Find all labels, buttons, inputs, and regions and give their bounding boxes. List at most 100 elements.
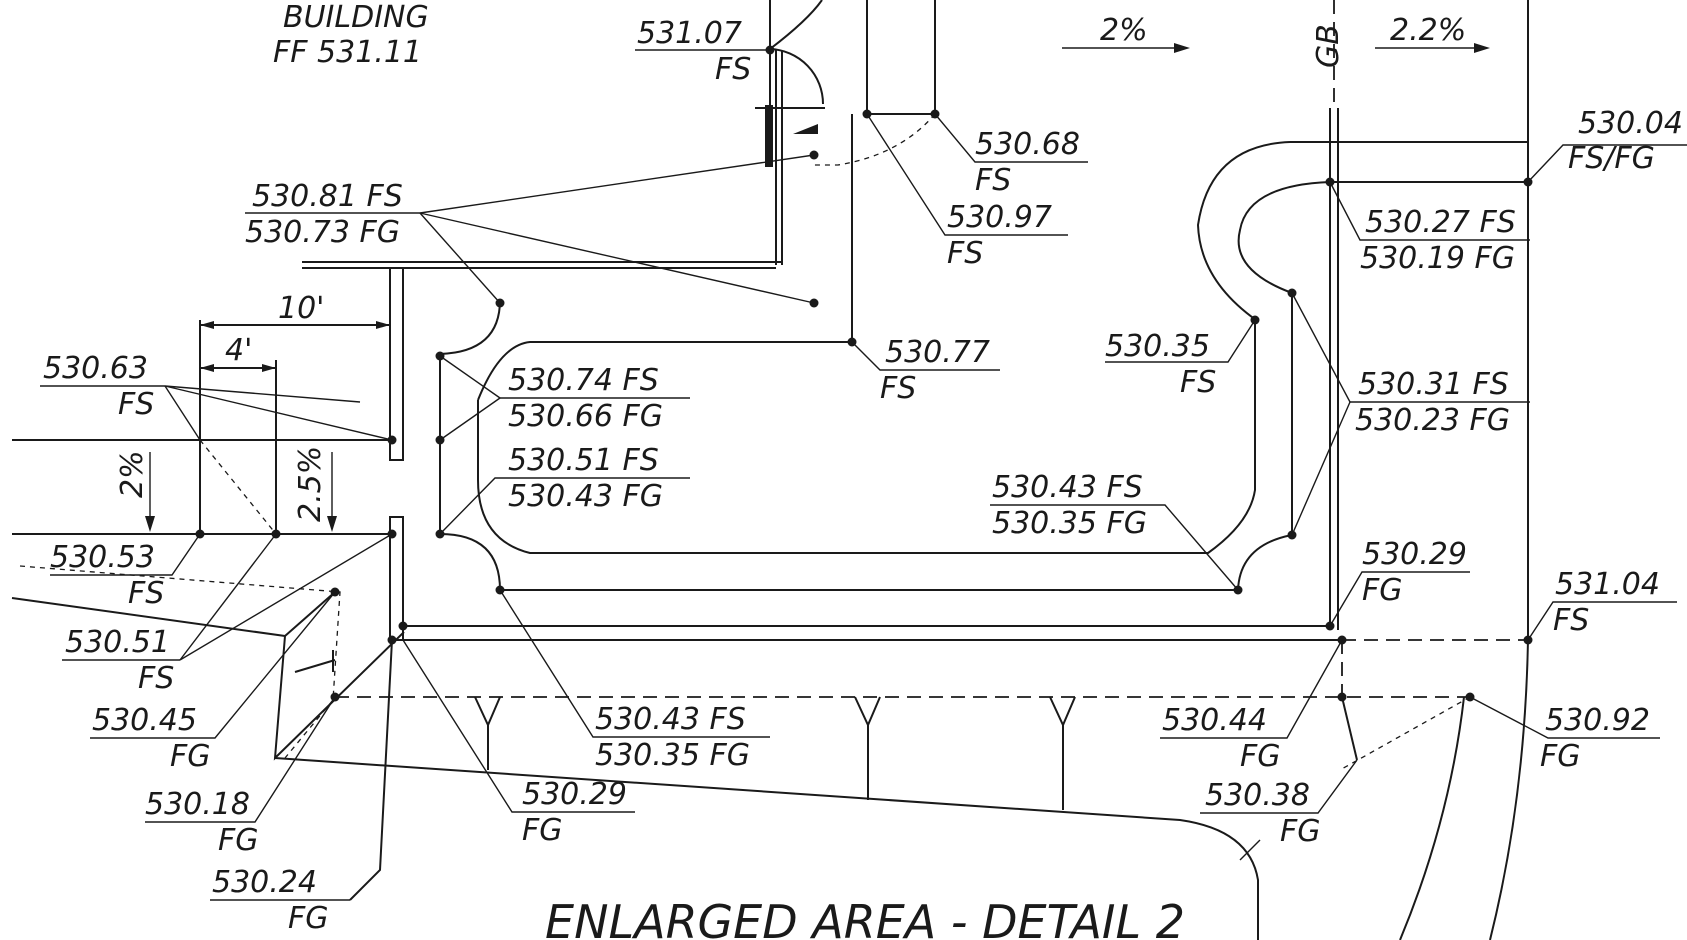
building-ff: FF 531.11 [273,35,422,70]
curb-post-upper [389,267,404,461]
leader [164,385,201,441]
slope-arrowhead [327,516,337,532]
callout-code: 530.66 FG [508,399,663,434]
leader [419,212,501,304]
grade-point-marker [387,435,397,445]
grade-point-marker [435,529,445,539]
gb-label: GB [1311,24,1346,68]
leader [439,355,501,399]
grade-points [195,45,1533,702]
grade-point-marker [1233,585,1243,595]
leader [934,113,1088,163]
callout-value: 530.45 [92,703,197,738]
return-curve-outer [1196,141,1291,321]
callout-code: FG [1540,739,1581,774]
callout-code: FG [1362,573,1403,608]
callout-value: 530.51 FS [508,443,659,478]
grade-point-marker [387,635,397,645]
sweep-right [1399,696,1465,940]
grade-point-marker [1325,177,1335,187]
callout-value: 530.31 FS [1358,367,1509,402]
fillet-top-left [439,299,501,355]
sweep-far-right [1489,639,1529,940]
grade-point-marker [1287,530,1297,540]
left-lower-vertical [349,639,393,901]
grade-point-marker [1523,635,1533,645]
callout-code: FS/FG [1568,141,1655,176]
leader [990,504,1239,591]
dim-four-label: 4' [225,333,252,368]
callout-value: 530.29 [1362,537,1467,572]
door-swing-upper [769,0,823,50]
grade-point-marker [495,298,505,308]
grade-point-marker [1325,621,1335,631]
callout-code: 530.35 FG [595,738,750,773]
leader [50,533,201,576]
dim-arrow [376,321,390,329]
leader [1527,144,1687,183]
slope-label: 2% [115,450,150,498]
leader [1160,639,1343,739]
callout-value: 530.44 [1162,703,1267,738]
door-arrow [793,124,818,134]
grade-point-marker [1523,177,1533,187]
callout-code: 530.23 FG [1355,403,1510,438]
leader [419,154,815,214]
tick-lower [1239,839,1261,861]
callout-code: 530.19 FG [1360,241,1515,276]
leader [439,397,501,441]
building-label: BUILDING [283,0,429,35]
slope-arrowhead [1474,43,1490,53]
left-wedge [11,597,405,761]
callout-code: FS [880,371,916,406]
leader [179,533,277,661]
leader [1200,759,1358,814]
leader [1291,292,1351,403]
leader [164,385,393,441]
slope-arrowhead [145,516,155,532]
labels: BUILDING FF 531.11 2% 2.2% 2% 2.5% GB 10… [43,0,1683,940]
dim-arrow [262,364,276,372]
drawing-title: ENLARGED AREA - DETAIL 2 [545,895,1185,940]
grade-point-marker [1337,692,1347,702]
grade-point-marker [930,109,940,119]
grade-point-marker [1337,635,1347,645]
grade-point-marker [1250,315,1260,325]
callout-code: FS [975,163,1011,198]
callout-code: FS [1553,603,1589,638]
dashed-curve [812,113,936,166]
callout-value: 530.63 [43,351,148,386]
sweep-curb [274,757,1259,940]
linework [11,0,1529,940]
wedge-tick [284,591,336,637]
leader [1469,696,1660,739]
leader [1105,319,1256,363]
grade-point-marker [495,585,505,595]
slope-arrowhead [1174,43,1190,53]
callout-code: FS [947,236,983,271]
grade-point-marker [330,587,340,597]
leader [164,385,361,403]
grade-point-marker [435,351,445,361]
inner-walk-top [477,341,852,401]
y-mark-3 [1049,696,1076,810]
grade-point-marker [271,529,281,539]
dim-ten-label: 10' [278,291,324,326]
callout-value: 530.38 [1205,778,1310,813]
fillet-bottom-left [439,533,501,591]
callout-value: 530.43 FS [992,470,1143,505]
callout-value: 530.29 [522,777,627,812]
callout-value: 530.81 FS [252,179,403,214]
door-jamb [765,105,773,167]
callout-value: 530.97 [947,200,1052,235]
grade-point-marker [330,692,340,702]
leader [851,341,1000,371]
slope-label: 2.2% [1390,13,1466,48]
return-curve-inner [1237,181,1331,294]
leader [499,589,770,738]
y-mark-2 [854,696,881,800]
grade-point-marker [862,109,872,119]
dim-diagonal [199,439,277,535]
dim-arrow [200,321,214,329]
callout-code: FG [288,901,329,936]
